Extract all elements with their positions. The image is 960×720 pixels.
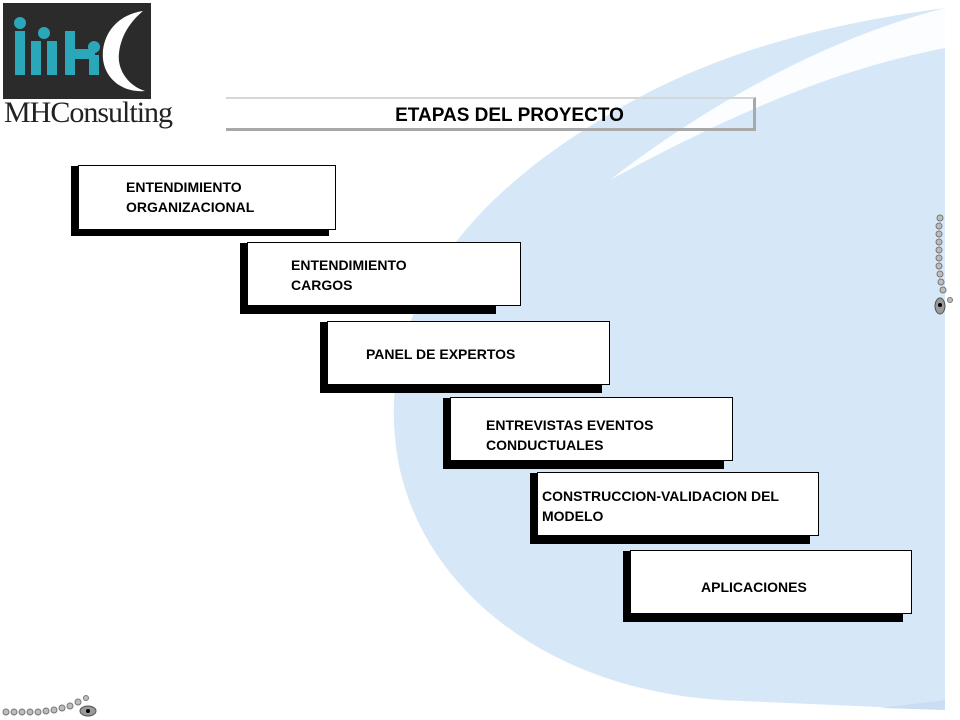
logo-wordmark: MHConsulting (4, 96, 173, 129)
stage-label: ENTENDIMIENTO CARGOS (291, 257, 407, 293)
stage-label: CONSTRUCCION-VALIDACION DEL MODELO (542, 488, 779, 524)
stage-box-2: ENTENDIMIENTO CARGOS (247, 242, 521, 306)
stage-box-4: ENTREVISTAS EVENTOS CONDUCTUALES (450, 397, 733, 461)
logo-mark (3, 3, 151, 99)
dotted-trail-icon (934, 214, 953, 315)
stage-label: PANEL DE EXPERTOS (366, 346, 516, 362)
dotted-trail-icon (2, 695, 97, 717)
stage-box-1: ENTENDIMIENTO ORGANIZACIONAL (78, 165, 336, 230)
page-title: ETAPAS DEL PROYECTO (395, 105, 624, 126)
stage-box-6: APLICACIONES (630, 550, 912, 614)
stage-label: ENTENDIMIENTO ORGANIZACIONAL (126, 179, 255, 215)
stage-label: ENTREVISTAS EVENTOS CONDUCTUALES (486, 417, 654, 453)
logo-mhc-icon (14, 11, 145, 92)
stage-label: APLICACIONES (701, 579, 807, 595)
stage-box-3: PANEL DE EXPERTOS (327, 321, 610, 385)
stage-box-5: CONSTRUCCION-VALIDACION DEL MODELO (537, 472, 819, 536)
title-bar: ETAPAS DEL PROYECTO (226, 97, 756, 131)
